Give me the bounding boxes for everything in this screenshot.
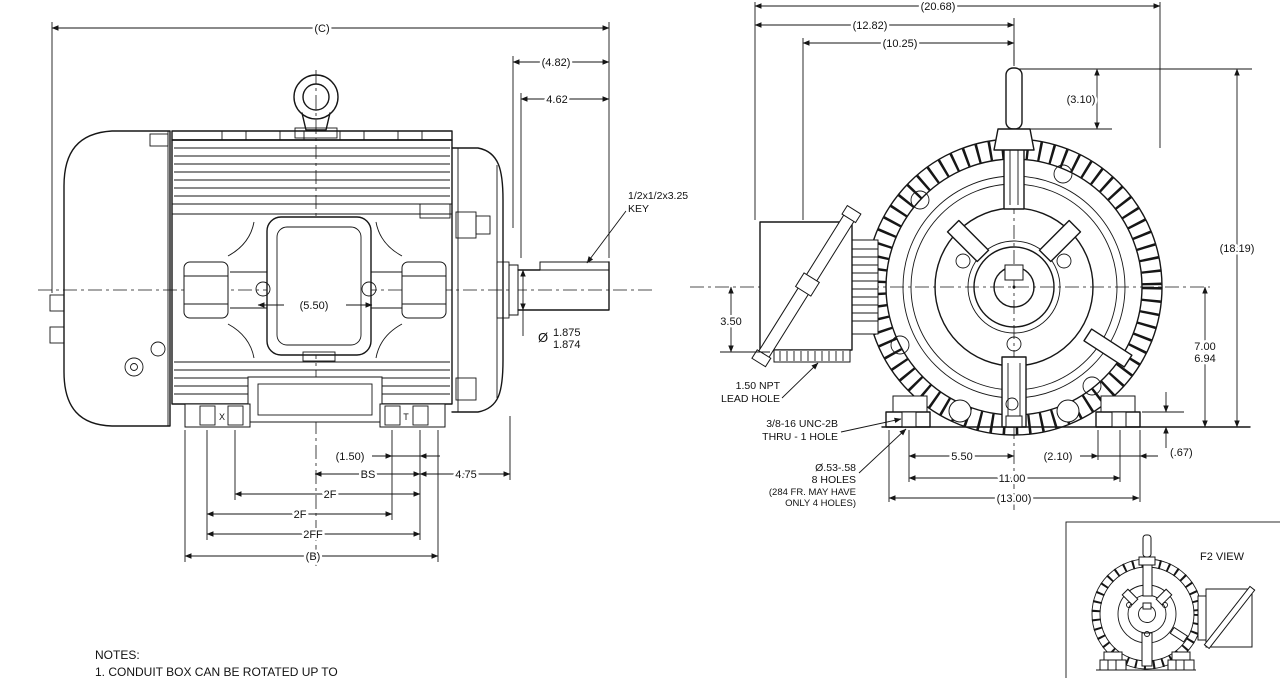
thru-hole-callout-line2: THRU - 1 HOLE [762, 431, 838, 443]
dim-1282-label: (12.82) [853, 20, 888, 32]
box-gasket [773, 349, 851, 363]
dim-462-label: 4.62 [546, 94, 567, 106]
mount-holes-callout-line3: (284 FR. MAY HAVE [769, 487, 856, 498]
foot-right [379, 403, 446, 428]
f2-view-label: F2 VIEW [1200, 551, 1245, 563]
shaft-dia-min: 1.874 [553, 339, 581, 351]
dim-350-label: 3.50 [720, 316, 741, 328]
f2-view-inset: F2 VIEW [1065, 521, 1280, 678]
dim-c-label: (C) [314, 23, 329, 35]
dim-150-label: (1.50) [336, 451, 365, 463]
mount-holes-callout-line2: 8 HOLES [812, 474, 856, 486]
dim-67-label: (.67) [1170, 447, 1193, 459]
notes: NOTES: 1. CONDUIT BOX CAN BE ROTATED UP … [95, 648, 338, 678]
dim-b-label: (B) [306, 551, 321, 563]
dim-2f-b-label: 2F [294, 509, 307, 521]
dim-1819-label: (18.19) [1220, 243, 1255, 255]
box-mounting-face [851, 239, 879, 335]
foot-left [184, 403, 251, 428]
key-callout-line1: 1/2x1/2x3.25 [628, 190, 688, 202]
dim-482-label: (4.82) [542, 57, 571, 69]
fan-cover [49, 130, 171, 427]
dim-2ff-label: 2FF [303, 529, 323, 541]
end-bell [451, 147, 510, 413]
lead-hole-callout-line1: 1.50 NPT [736, 380, 781, 392]
front-view-dimensions: (20.68) (12.82) (10.25) (3.10) (18.19) 7… [718, 0, 1257, 512]
shaft-dia-symbol: Ø [538, 330, 548, 345]
motor-frame: X T [171, 130, 453, 428]
keyway [1004, 264, 1024, 281]
shaft [508, 261, 610, 316]
dim-694-label: 6.94 [1194, 353, 1215, 365]
dim-210-label: (2.10) [1044, 451, 1073, 463]
front-view: (20.68) (12.82) (10.25) (3.10) (18.19) 7… [690, 0, 1257, 512]
dim-1025-label: (10.25) [883, 38, 918, 50]
dim-2068-label: (20.68) [921, 1, 956, 13]
nameplate [255, 216, 377, 362]
front-eyebolt [993, 67, 1035, 151]
conduit-box [751, 204, 879, 368]
base-rail [247, 376, 383, 423]
front-feet [881, 395, 1251, 428]
side-view: X T [38, 21, 691, 566]
inset-border [1065, 521, 1280, 678]
mount-holes-callout-line4: ONLY 4 HOLES) [785, 498, 856, 509]
dim-475-label: 4.75 [455, 469, 476, 481]
mount-holes-callout-line1: Ø.53-.58 [815, 462, 856, 474]
lead-hole-callout-line2: LEAD HOLE [721, 393, 780, 405]
dim-700-label: 7.00 [1194, 341, 1215, 353]
dim-bs-label: BS [361, 469, 376, 481]
dim-1300-label: (13.00) [997, 493, 1032, 505]
box-cover-strap [751, 204, 862, 368]
bottom-spoke [1001, 356, 1027, 428]
dim-310-label: (3.10) [1067, 94, 1096, 106]
eyebolt [293, 74, 339, 139]
notes-line-1: 1. CONDUIT BOX CAN BE ROTATED UP TO [95, 665, 338, 678]
foot-mark-t: T [403, 412, 409, 422]
f2-mini-motor [1091, 534, 1256, 671]
dim-550-label: (5.50) [300, 300, 329, 312]
notes-title: NOTES: [95, 648, 140, 662]
dim-2f-a-label: 2F [324, 489, 337, 501]
thru-hole-callout-line1: 3/8-16 UNC-2B [766, 418, 838, 430]
foot-mark-x: X [219, 412, 225, 422]
dim-550f-label: 5.50 [951, 451, 972, 463]
dim-1100-label: 11.00 [999, 473, 1026, 485]
key-callout-line2: KEY [628, 203, 649, 215]
shaft-key [539, 261, 610, 271]
shaft-dia-max: 1.875 [553, 327, 581, 339]
side-view-dimensions: (C) (4.82) 4.62 1/2x1/2x3.25 KEY Ø 1.875… [51, 21, 691, 566]
